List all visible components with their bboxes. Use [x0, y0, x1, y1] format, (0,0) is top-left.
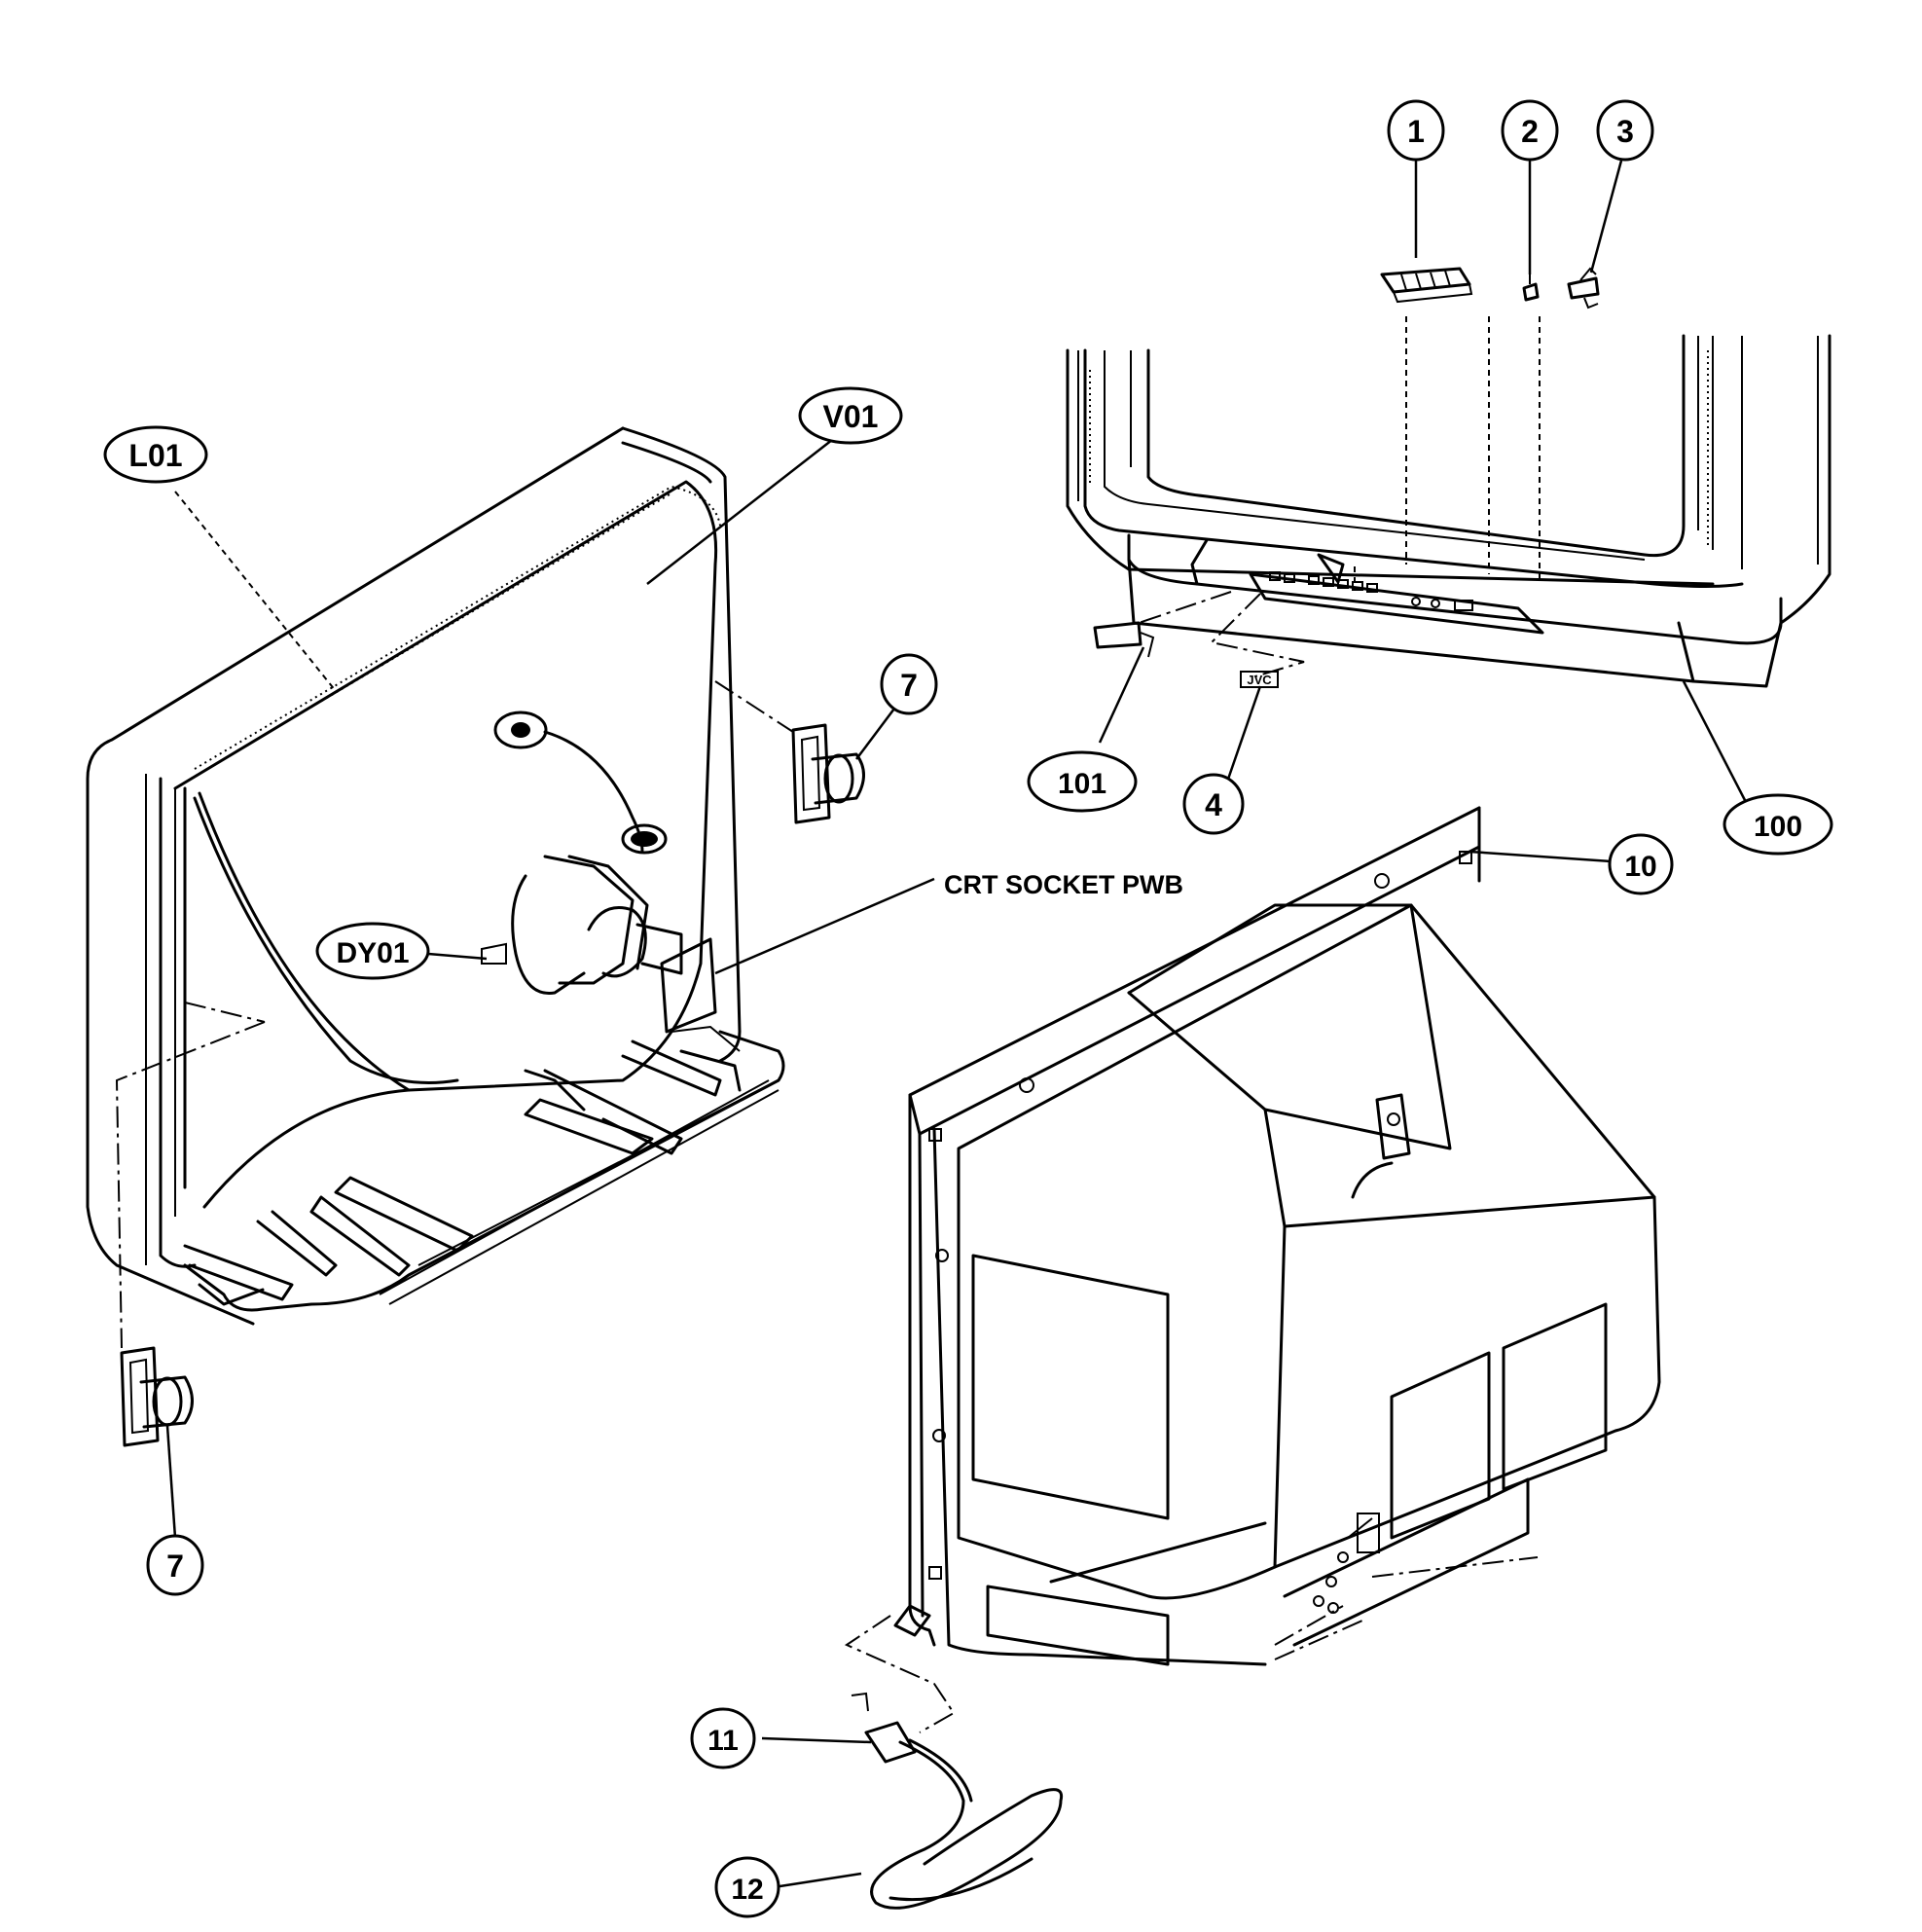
svg-text:3: 3	[1616, 114, 1634, 149]
callout-dy01: DY01	[315, 922, 430, 980]
callout-10: 10	[1608, 833, 1674, 895]
svg-text:JVC: JVC	[1247, 673, 1272, 687]
svg-text:11: 11	[707, 1725, 739, 1757]
svg-text:V01: V01	[823, 399, 879, 434]
power-cord	[844, 1604, 1064, 1910]
callout-v01: V01	[798, 386, 903, 445]
callout-7-right: 7	[880, 653, 938, 715]
tv-front-view: JVC	[1066, 267, 1831, 688]
speaker-left	[120, 1346, 194, 1447]
callout-12: 12	[714, 1856, 780, 1918]
crt-socket-pwb	[660, 937, 741, 1052]
callout-100: 100	[1723, 793, 1833, 856]
callout-4: 4	[1182, 773, 1245, 835]
callout-1: 1	[1387, 99, 1445, 162]
switch-part-3	[1567, 267, 1600, 310]
callout-l01: L01	[103, 425, 208, 484]
rear-cover	[908, 806, 1661, 1666]
svg-text:10: 10	[1624, 851, 1656, 883]
callout-11: 11	[690, 1707, 756, 1769]
svg-text:100: 100	[1754, 811, 1802, 843]
knob-part-2	[1522, 274, 1540, 302]
deflection-yoke	[481, 855, 683, 995]
anode-cap	[493, 711, 668, 855]
tv-chassis-rear-view	[86, 426, 785, 1326]
svg-text:DY01: DY01	[336, 937, 409, 969]
rear-jacks	[1313, 1513, 1380, 1614]
antenna-terminal	[1375, 1093, 1411, 1160]
jvc-badge-part-4: JVC	[1240, 671, 1279, 688]
svg-text:101: 101	[1058, 768, 1106, 800]
callout-7-left: 7	[146, 1534, 204, 1596]
leader-lines	[115, 160, 1749, 1889]
svg-text:1: 1	[1407, 114, 1425, 149]
svg-text:7: 7	[900, 668, 918, 703]
callout-101: 101	[1027, 750, 1138, 813]
svg-text:CRT SOCKET PWB: CRT SOCKET PWB	[944, 870, 1183, 899]
speaker-right	[791, 723, 865, 824]
svg-text:12: 12	[731, 1874, 763, 1906]
svg-text:2: 2	[1521, 114, 1539, 149]
callout-3: 3	[1596, 99, 1654, 162]
clip-part-101	[1093, 621, 1155, 658]
svg-text:7: 7	[166, 1549, 184, 1584]
svg-text:4: 4	[1205, 787, 1222, 822]
svg-text:L01: L01	[128, 438, 182, 473]
crt-socket-pwb-label: CRT SOCKET PWB	[944, 870, 1183, 899]
button-bar-part-1	[1380, 267, 1473, 304]
callout-2: 2	[1501, 99, 1559, 162]
